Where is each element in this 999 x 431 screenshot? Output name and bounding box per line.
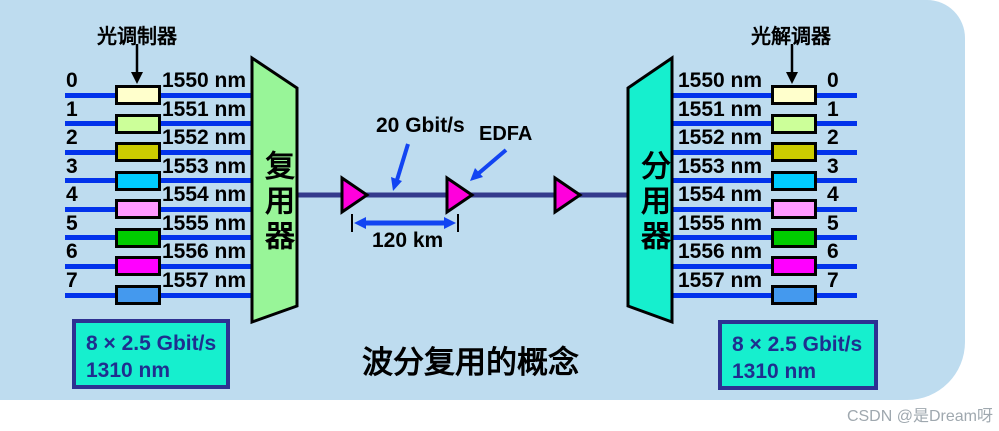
page-title: 波分复用的概念: [362, 345, 579, 380]
demodulator-box: [771, 256, 817, 277]
wavelength-label: 1555 nm: [678, 211, 763, 235]
span-label: 120 km: [372, 229, 444, 252]
wavelength-label: 1557 nm: [678, 269, 763, 292]
rx-info-line1: 8 × 2.5 Gbit/s: [732, 333, 863, 356]
modulator-box: [115, 256, 161, 277]
tx-info-line1: 8 × 2.5 Gbit/s: [86, 332, 217, 355]
rx-info-box: 8 × 2.5 Gbit/s 1310 nm: [718, 320, 878, 390]
channel-line: [670, 121, 857, 127]
channel-number: 3: [827, 154, 839, 178]
wavelength-label: 1551 nm: [678, 97, 763, 121]
wavelength-label: 1555 nm: [162, 211, 247, 235]
channel-line: [670, 206, 857, 212]
wavelength-label: 1552 nm: [162, 126, 247, 150]
bitrate-label: 20 Gbit/s: [376, 114, 465, 137]
modulator-box: [115, 199, 161, 220]
channel-line: [670, 149, 857, 155]
channel-number: 2: [66, 126, 78, 150]
wavelength-label: 1556 nm: [678, 240, 763, 264]
channel-line: [670, 292, 857, 298]
demodulator-box: [771, 113, 817, 134]
channel-number: 5: [827, 211, 839, 235]
channel-number: 4: [66, 183, 78, 207]
channel-number: 0: [827, 69, 839, 92]
demux-label: 分用器: [636, 150, 669, 255]
channel-line: [670, 92, 857, 98]
modulator-box: [115, 113, 161, 134]
channel-number: 7: [827, 269, 839, 292]
wavelength-label: 1553 nm: [678, 154, 763, 178]
wavelength-label: 1552 nm: [678, 126, 763, 150]
demodulator-box: [771, 199, 817, 220]
wavelength-label: 1556 nm: [162, 240, 247, 264]
demodulator-box: [771, 85, 817, 105]
watermark: CSDN @是Dream呀: [846, 408, 993, 425]
channel-number: 5: [66, 211, 78, 235]
channel-line: [670, 263, 857, 269]
wavelength-label: 1550 nm: [678, 69, 763, 92]
channel-number: 2: [827, 126, 839, 150]
wavelength-label: 1554 nm: [678, 183, 763, 207]
channel-number: 3: [66, 154, 78, 178]
mux-label: 复用器: [260, 150, 293, 255]
demodulator-box: [771, 285, 817, 305]
modulators-label: 光调制器: [97, 26, 177, 48]
edfa-label: EDFA: [479, 123, 533, 145]
demodulator-box: [771, 142, 817, 163]
rx-info-line2: 1310 nm: [732, 360, 817, 383]
channel-number: 7: [66, 269, 78, 292]
tx-info-box: 8 × 2.5 Gbit/s 1310 nm: [72, 319, 230, 389]
channel-line: [670, 178, 857, 184]
demodulator-box: [771, 227, 817, 248]
channel-number: 0: [66, 69, 78, 92]
tx-info-line2: 1310 nm: [86, 359, 171, 382]
wavelength-label: 1550 nm: [162, 69, 247, 92]
channel-line: [670, 235, 857, 241]
demodulator-box: [771, 170, 817, 191]
wavelength-label: 1557 nm: [162, 269, 247, 292]
wavelength-label: 1554 nm: [162, 183, 247, 207]
channel-number: 6: [66, 240, 78, 264]
wavelength-label: 1551 nm: [162, 97, 247, 121]
modulator-box: [115, 227, 161, 248]
channel-number: 6: [827, 240, 839, 264]
modulator-box: [115, 170, 161, 191]
channel-number: 1: [66, 97, 78, 121]
wavelength-label: 1553 nm: [162, 154, 247, 178]
modulator-box: [115, 85, 161, 105]
demodulators-label: 光解调器: [751, 26, 831, 48]
channel-number: 1: [827, 97, 839, 121]
channel-number: 4: [827, 183, 839, 207]
modulator-box: [115, 142, 161, 163]
modulator-box: [115, 285, 161, 305]
